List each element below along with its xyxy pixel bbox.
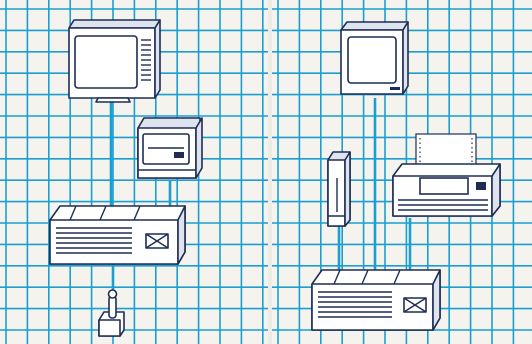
keyboard-computer-icon: [50, 206, 185, 264]
panel-left: [0, 0, 268, 344]
crt-monitor-icon: [69, 20, 160, 102]
panel-divider: [268, 0, 272, 344]
panel-right: [272, 0, 532, 344]
disk-drive-icon: [138, 118, 202, 178]
tower-drive-icon: [328, 152, 350, 226]
keyboard-computer-icon: [312, 270, 440, 330]
crt-monitor-icon: [341, 22, 408, 94]
